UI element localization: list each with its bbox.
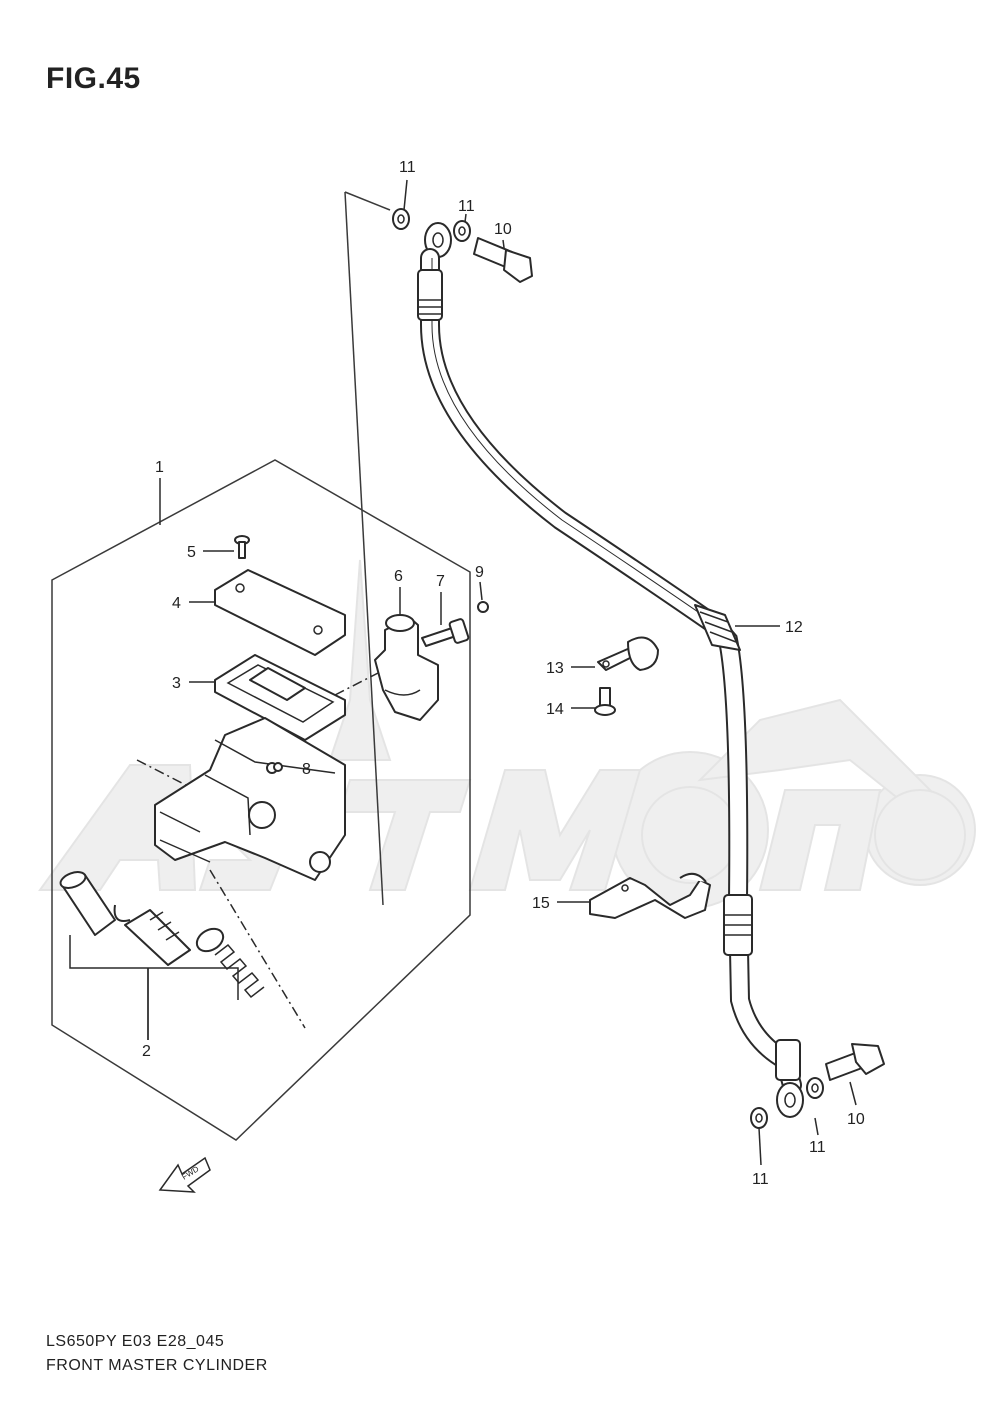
part-14-bolt [594, 687, 616, 716]
part-7-bolt [421, 618, 470, 647]
kit-frame [51, 459, 471, 1141]
master-cylinder-body [154, 717, 346, 881]
callout-2: 2 [142, 1043, 151, 1060]
leader-lines [69, 179, 857, 1166]
part-13-clamp [597, 636, 659, 671]
bolt-10-bottom [825, 1043, 885, 1081]
bolt-10-top [473, 237, 533, 283]
callout-11-top-right: 11 [458, 198, 475, 215]
callout-4: 4 [172, 595, 181, 612]
part-5-screw [234, 535, 250, 559]
part-3-diaphragm [214, 654, 346, 741]
figure-title: FIG.45 [46, 62, 141, 95]
callout-12: 12 [785, 619, 803, 636]
model-code: LS650PY E03 E28_045 [46, 1333, 225, 1350]
callout-labels: 1 2 3 4 5 6 7 8 9 10 10 11 11 11 11 12 1… [142, 159, 865, 1188]
callout-5: 5 [187, 544, 196, 561]
callout-3: 3 [172, 675, 181, 692]
callout-10-top: 10 [494, 221, 512, 238]
callout-7: 7 [436, 573, 445, 590]
washer-11-bottom-left [750, 1107, 768, 1129]
fwd-arrow-icon: FWD [158, 1156, 211, 1193]
part-4-reservoir-cap [214, 569, 346, 656]
callout-9: 9 [475, 564, 484, 581]
callout-11-top-left: 11 [399, 159, 416, 176]
washer-11-top-left [392, 208, 410, 230]
callout-15: 15 [532, 895, 550, 912]
callout-1: 1 [155, 459, 164, 476]
callout-11-bottom-right: 11 [809, 1139, 826, 1156]
callout-6: 6 [394, 568, 403, 585]
watermark-lettering [38, 764, 966, 891]
part-8-screw [273, 762, 283, 772]
frame-leader-top [344, 191, 391, 211]
callout-14: 14 [546, 701, 564, 718]
callout-11-bottom-left: 11 [752, 1171, 769, 1188]
part-2-piston-set [59, 871, 265, 999]
part-12-brake-hose [417, 248, 802, 1095]
part-15-bracket [589, 872, 711, 919]
callout-8: 8 [302, 761, 311, 778]
part-9-small-screw [477, 601, 489, 613]
callout-13: 13 [546, 660, 564, 677]
washer-11-top-right [453, 220, 471, 242]
frame-leader [344, 191, 384, 906]
part-6-lever-holder [374, 614, 439, 721]
lower-banjo-fitting [776, 1082, 804, 1118]
hose-mid-grommet [694, 604, 741, 651]
diagram-name: FRONT MASTER CYLINDER [46, 1357, 268, 1374]
washer-11-bottom-right [806, 1077, 824, 1099]
callout-10-bottom: 10 [847, 1111, 865, 1128]
